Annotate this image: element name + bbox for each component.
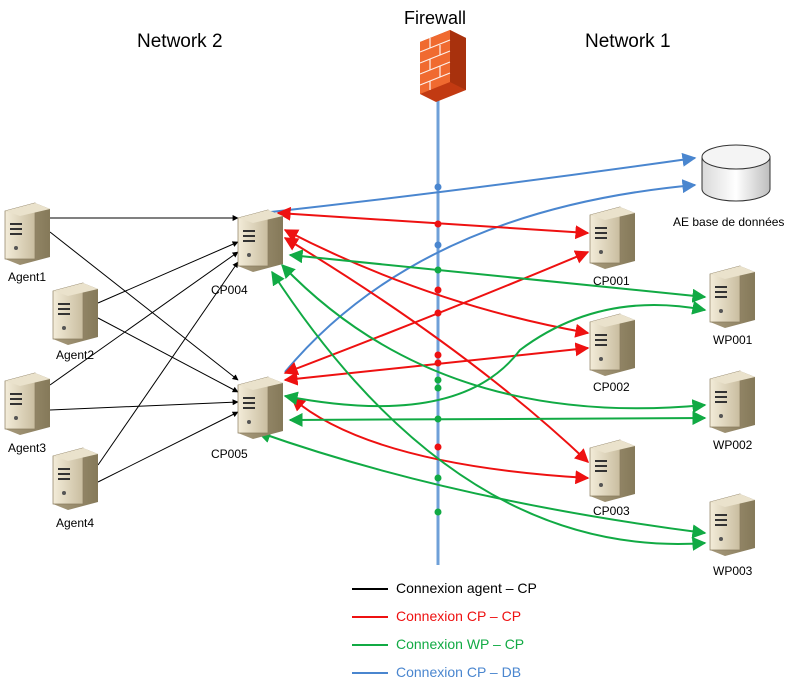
- agent2-cp004-line: [97, 241, 239, 304]
- crossing-dot: [434, 384, 442, 392]
- cp004-server-icon: [237, 209, 283, 272]
- firewall-crossings: [434, 183, 442, 516]
- wp002-server-icon: [709, 370, 755, 433]
- agent4-cp004-line: [97, 261, 239, 466]
- agent2-label: Agent2: [56, 348, 95, 362]
- crossing-dot: [434, 351, 442, 359]
- legend-label: Connexion agent – CP: [396, 580, 537, 596]
- cp005-cp003-line: [290, 397, 590, 485]
- agent-cp-connections: [49, 215, 239, 483]
- legend-swatch: [352, 588, 388, 590]
- wp001-server-icon: [709, 265, 755, 328]
- agent3-cp005-line: [49, 399, 239, 411]
- agent1-cp005-line: [49, 231, 239, 381]
- cp002-server-icon: [589, 313, 635, 376]
- cp004-cp001-line: [276, 206, 590, 240]
- wp002-cp005-line: [288, 411, 707, 427]
- crossing-dot: [434, 443, 442, 451]
- agent1-label: Agent1: [8, 270, 47, 284]
- agent2-server-icon: [52, 282, 98, 345]
- cp005-label: CP005: [211, 447, 248, 461]
- cp002-label: CP002: [593, 380, 630, 394]
- wp003-cp005-line: [256, 429, 707, 539]
- wp-cp-connections: [256, 249, 707, 551]
- wp001-label: WP001: [713, 333, 753, 347]
- crossing-dot: [434, 183, 442, 191]
- crossing-dot: [434, 286, 442, 294]
- cp003-label: CP003: [593, 504, 630, 518]
- cp003-server-icon: [589, 439, 635, 502]
- crossing-dot: [434, 508, 442, 516]
- crossing-dot: [434, 241, 442, 249]
- database-icon: [701, 144, 771, 202]
- wp002-cp004-line: [281, 263, 707, 414]
- agent1-server-icon: [4, 202, 50, 265]
- network2-label: Network 2: [137, 31, 223, 52]
- cp004-db-line: [261, 152, 697, 214]
- legend-label: Connexion CP – DB: [396, 664, 522, 680]
- crossing-dot: [434, 266, 442, 274]
- cp001-server-icon: [589, 206, 635, 269]
- legend-label: Connexion WP – CP: [396, 636, 525, 652]
- wp003-label: WP003: [713, 564, 753, 578]
- crossing-dot: [434, 220, 442, 228]
- agent2-cp005-line: [97, 317, 239, 393]
- cp004-label: CP004: [211, 283, 248, 297]
- wp003-server-icon: [709, 493, 755, 556]
- agent4-label: Agent4: [56, 516, 95, 530]
- wp001-cp004-line: [288, 249, 707, 303]
- network1-label: Network 1: [585, 31, 671, 52]
- database-label: AE base de données: [673, 215, 785, 229]
- wp002-label: WP002: [713, 438, 753, 452]
- cp001-label: CP001: [593, 274, 630, 288]
- legend-swatch: [352, 616, 388, 618]
- agent3-server-icon: [4, 372, 50, 435]
- crossing-dot: [434, 376, 442, 384]
- crossing-dot: [434, 359, 442, 367]
- agent4-server-icon: [52, 447, 98, 510]
- legend-label: Connexion CP – CP: [396, 608, 522, 624]
- crossing-dot: [434, 309, 442, 317]
- legend-swatch: [352, 672, 388, 674]
- crossing-dot: [434, 415, 442, 423]
- agent4-cp005-line: [97, 411, 239, 483]
- agent3-cp004-line: [49, 251, 239, 386]
- server-icons: [4, 202, 755, 556]
- cp005-server-icon: [237, 376, 283, 439]
- firewall-icon: [419, 30, 466, 102]
- firewall-label: Firewall: [404, 8, 467, 28]
- crossing-dot: [434, 474, 442, 482]
- agent3-label: Agent3: [8, 441, 47, 455]
- legend-swatch: [352, 644, 388, 646]
